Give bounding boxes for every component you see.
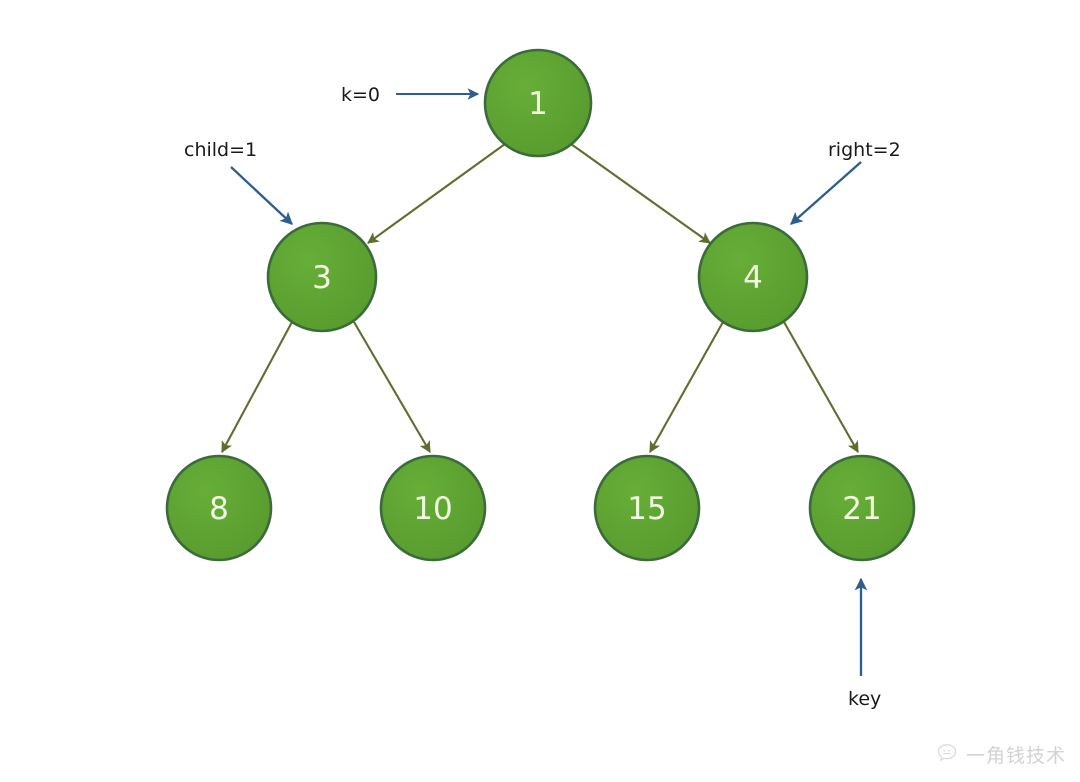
node-circle [379, 454, 487, 562]
watermark: 一角钱技术 [936, 741, 1066, 768]
edge-4-15 [649, 321, 724, 454]
node-label: 1 [528, 86, 548, 122]
tree-node-21[interactable]: 21 [808, 454, 916, 562]
edge-1-4 [570, 143, 711, 244]
tree-node-4[interactable]: 4 [697, 221, 809, 333]
tree-nodes: 1 3 4 8 10 15 [165, 48, 916, 562]
node-circle [266, 221, 378, 333]
annotation-arrow-right [790, 161, 862, 225]
node-circle [165, 454, 273, 562]
annotation-label-child: child=1 [184, 139, 258, 161]
tree-node-3[interactable]: 3 [266, 221, 378, 333]
chat-bubble-icon [936, 742, 958, 768]
annotation-label-k: k=0 [341, 84, 381, 106]
annotation-label-key: key [848, 688, 882, 710]
edge-3-8 [221, 321, 293, 454]
edge-1-3 [367, 143, 506, 244]
node-circle [593, 454, 701, 562]
edge-4-21 [783, 321, 859, 454]
node-circle [697, 221, 809, 333]
node-label: 10 [413, 491, 452, 527]
tree-node-8[interactable]: 8 [165, 454, 273, 562]
node-label: 8 [209, 491, 229, 527]
annotation-label-right: right=2 [828, 139, 901, 161]
edge-3-10 [353, 321, 431, 453]
node-label: 15 [627, 491, 666, 527]
tree-node-10[interactable]: 10 [379, 454, 487, 562]
node-circle [483, 48, 593, 158]
tree-edges [221, 143, 859, 454]
node-label: 3 [312, 260, 332, 296]
node-circle [808, 454, 916, 562]
annotation-arrows [230, 88, 868, 676]
node-label: 21 [842, 491, 881, 527]
tree-node-15[interactable]: 15 [593, 454, 701, 562]
watermark-text: 一角钱技术 [965, 745, 1066, 767]
tree-node-1[interactable]: 1 [483, 48, 593, 158]
node-label: 4 [743, 260, 763, 296]
annotation-arrow-child [230, 166, 293, 225]
